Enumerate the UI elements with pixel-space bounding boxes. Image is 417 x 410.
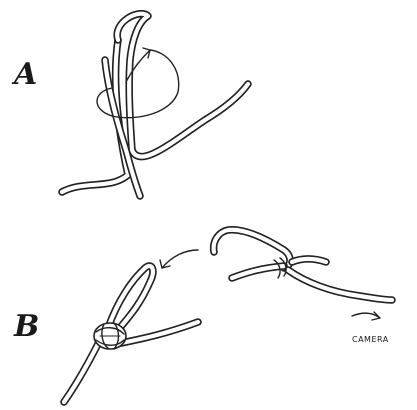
panel-b-transition-arrow [160,250,198,268]
panel-a-label: A [11,57,37,92]
panel-b-label: B [13,309,39,344]
camera-label: CAMERA [352,335,389,344]
panel-b: B [13,230,392,402]
panel-b-knot [64,266,198,402]
panel-b-camera-indicator: CAMERA [352,312,389,344]
panel-a: A [11,14,248,196]
panel-b-forming-loop [214,230,392,300]
panel-a-rope [62,14,248,196]
